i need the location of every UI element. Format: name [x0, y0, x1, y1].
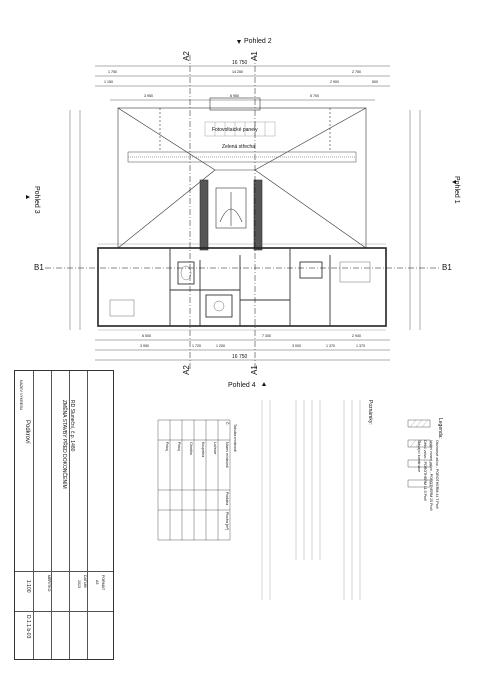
title-drawing-name: Podkroví — [24, 420, 30, 444]
dim-bottom-8: 1 370 — [326, 344, 335, 348]
title-date: 2023 — [77, 580, 81, 588]
title-drawing-label: NÁZEV VÝKRESU — [19, 380, 23, 411]
legend-hatch — [409, 419, 429, 448]
room-table-grid — [157, 419, 231, 541]
dim-top-2: 14 250 — [232, 70, 243, 74]
dim-bottom-4: 3 950 — [140, 344, 149, 348]
title-project: ZMĚNA STAVBY PŘED DOKONČENÍM — [61, 400, 67, 489]
view-label-bottom: Pohled 4 — [228, 382, 256, 389]
title-drawing-number: D.1.1.b-03 — [25, 615, 31, 639]
fixtures — [109, 261, 371, 317]
dim-bottom-5: 1 720 — [192, 344, 201, 348]
legend-box — [407, 419, 431, 488]
room-table-header-4: Plocha [m²] — [225, 512, 229, 531]
view-label-top: Pohled 2 — [244, 38, 272, 45]
dim-bottom-6: 1 200 — [216, 344, 225, 348]
dim-top-4: 1 150 — [104, 80, 113, 84]
label-green-roof: Zelená střecha — [222, 144, 256, 150]
room-row-2: Koupelna — [201, 442, 205, 458]
room-table-header-1: Č. — [225, 422, 229, 426]
dim-bottom-9: 1 370 — [356, 344, 365, 348]
dim-top-9: 5 700 — [310, 94, 319, 98]
dimension-lines — [69, 65, 421, 361]
roof-outline — [117, 97, 367, 249]
title-format: A3 — [95, 580, 99, 585]
view-label-right: Pohled 1 — [453, 176, 460, 204]
title-format-label: FORMÁT — [101, 575, 105, 591]
notes-title: Poznámky: — [367, 400, 373, 425]
axis-a2-top: A2 — [181, 51, 191, 61]
dim-bottom-7: 3 000 — [292, 344, 301, 348]
view-arrows — [26, 40, 456, 386]
room-row-3: Chodba — [189, 442, 193, 455]
legend-title: Legenda: — [437, 418, 443, 439]
green-roof — [127, 151, 357, 163]
dim-bottom-2: 7 300 — [262, 334, 271, 338]
room-row-5: Pokoj — [165, 442, 169, 451]
title-block — [14, 370, 114, 660]
dim-top-5: 2 900 — [330, 80, 339, 84]
staircase — [199, 179, 263, 251]
room-row-4: Pokoj — [177, 442, 181, 451]
axis-a1-top: A1 — [249, 51, 259, 61]
dim-overall-top: 16 750 — [232, 60, 248, 66]
dim-top-7: 3 950 — [144, 94, 153, 98]
notes-lines — [261, 400, 361, 600]
section-axes — [45, 55, 440, 370]
dim-top-3: 2 750 — [352, 70, 361, 74]
dim-bottom-1: 6 500 — [142, 334, 151, 338]
title-scale-label: MĚŘÍTKO — [47, 575, 51, 592]
dim-overall-bottom: 16 750 — [232, 354, 248, 360]
title-building: RD Sluneční, č.p. 1480 — [69, 400, 75, 452]
room-table-header-3: Podlaha — [225, 492, 229, 506]
dim-top-1: 1 750 — [108, 70, 117, 74]
dim-bottom-3: 2 940 — [352, 334, 361, 338]
legend-item-1: Obvodové zdivo - POROTHERM 44 T Profi — [435, 440, 439, 509]
title-scale: 1:100 — [25, 580, 31, 593]
axis-b1-left: B1 — [34, 263, 44, 272]
legend-item-3: Dělicí zdivo - POROTHERM 11.5 Profi — [423, 440, 427, 502]
legend-item-4: Stávající konstrukce — [417, 440, 421, 473]
axis-a1-bottom: A1 — [249, 365, 259, 375]
room-table-title: Tabulka místností — [233, 424, 237, 452]
room-row-1: Ložnice — [213, 442, 217, 455]
view-label-left: Pohled 3 — [33, 186, 40, 214]
inner-walls — [169, 248, 331, 326]
axis-a2-bottom: A2 — [181, 365, 191, 375]
label-fotovoltaic: Fotovoltaické panely — [212, 127, 258, 133]
floor-walls — [97, 247, 387, 327]
dim-top-6: 500 — [372, 80, 378, 84]
axis-b1-right: B1 — [442, 263, 452, 272]
title-date-label: DATUM — [83, 575, 87, 588]
room-table-header-2: Název místnosti — [225, 442, 229, 468]
dim-top-8: 6 950 — [230, 94, 239, 98]
legend-item-2: Vnitřní nosné zdivo - POROTHERM 25 Profi — [429, 440, 433, 511]
wall-hatch — [98, 243, 386, 331]
